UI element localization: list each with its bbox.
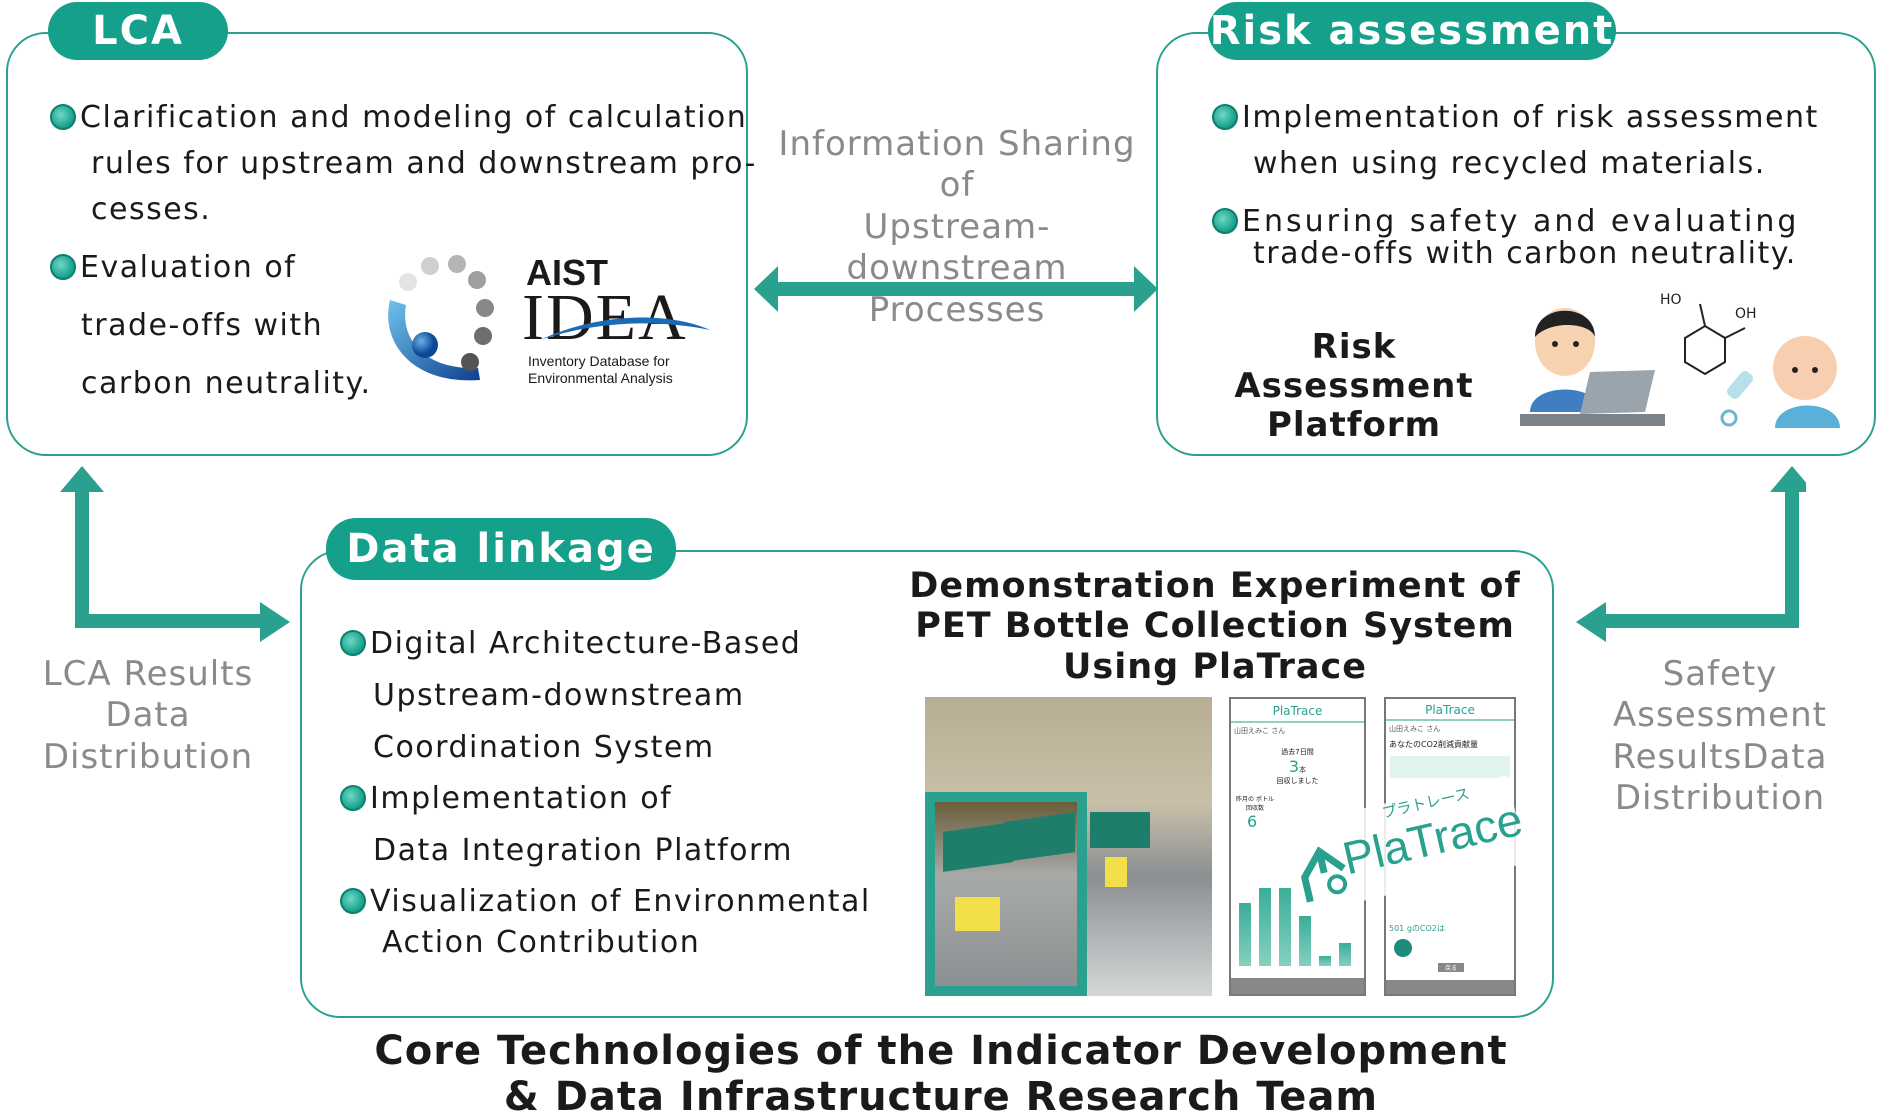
risk-bullet-2: Ensuring safety and evaluating bbox=[1212, 204, 1799, 240]
phone-brand: PlaTrace bbox=[1231, 699, 1364, 723]
data-bullet-3: Visualization of Environmental bbox=[340, 884, 871, 920]
risk-title: Risk assessment bbox=[1208, 2, 1616, 60]
lca-bullet-2-line2: trade-offs with bbox=[81, 308, 324, 343]
phone-bar bbox=[1239, 903, 1251, 966]
lca-bullet-1: Clarification and modeling of calculatio… bbox=[50, 100, 747, 136]
data-bullet-2: Implementation of bbox=[340, 781, 672, 817]
data-bullet-1-line2: Upstream-downstream bbox=[373, 678, 745, 713]
risk-bullet-1: Implementation of risk assessment bbox=[1212, 100, 1819, 136]
logo-swoosh-icon bbox=[540, 317, 710, 340]
bullet-dot-icon bbox=[340, 630, 366, 656]
safety-results-arrow-icon bbox=[1576, 466, 1806, 642]
chemical-structure-icon: HO OH bbox=[1660, 292, 1757, 376]
lca-bullet-2-line3: carbon neutrality. bbox=[81, 366, 372, 401]
aist-idea-logo: AIST IDEA Inventory Database for Environ… bbox=[380, 250, 710, 395]
footer-title: Core Technologies of the Indicator Devel… bbox=[374, 1028, 1508, 1120]
person-with-laptop-icon bbox=[1520, 308, 1665, 426]
lca-panel bbox=[6, 32, 748, 456]
idea-logo-mark-icon bbox=[388, 255, 494, 381]
chem-ho-label: HO bbox=[1660, 292, 1682, 308]
lca-bullet-2: Evaluation of bbox=[50, 250, 296, 286]
bullet-dot-icon bbox=[50, 104, 76, 130]
data-bullet-1: Digital Architecture-Based bbox=[340, 626, 801, 662]
phone-bar bbox=[1299, 915, 1311, 966]
lca-bullet-1-line2: rules for upstream and downstream pro- bbox=[91, 146, 757, 181]
lca-title: LCA bbox=[48, 2, 228, 60]
phone-back-button[interactable]: 戻る bbox=[1438, 963, 1464, 972]
logo-idea-text: IDEA bbox=[522, 281, 688, 354]
lca-results-arrow-icon bbox=[60, 466, 290, 642]
chem-oh-label: OH bbox=[1735, 306, 1757, 322]
platrace-logo-overlay: プラトレース PlaTrace bbox=[1282, 775, 1528, 915]
phone-bar bbox=[1279, 888, 1291, 966]
lca-bullet-1-line3: cesses. bbox=[91, 192, 212, 227]
bidirectional-arrow-icon bbox=[754, 266, 1158, 312]
phone-bar bbox=[1259, 888, 1271, 966]
bullet-dot-icon bbox=[340, 785, 366, 811]
phone-bar-chart bbox=[1239, 886, 1359, 966]
bullet-dot-icon bbox=[1212, 208, 1238, 234]
risk-bullet-2-line2: trade-offs with carbon neutrality. bbox=[1253, 236, 1797, 271]
data-bullet-3-line2: Action Contribution bbox=[382, 925, 701, 960]
logo-aist-text: AIST bbox=[526, 252, 609, 293]
phone-co2-heading: あなたのCO2削減貢献量 bbox=[1389, 740, 1478, 749]
collection-bins-photo bbox=[925, 697, 1212, 996]
phone-period: 過去7日間 bbox=[1281, 748, 1314, 756]
bullet-dot-icon bbox=[50, 254, 76, 280]
bullet-dot-icon bbox=[340, 888, 366, 914]
data-linkage-title: Data linkage bbox=[326, 518, 676, 580]
logo-subtitle-2: Environmental Analysis bbox=[528, 370, 673, 386]
phone-count: 3 bbox=[1288, 757, 1300, 776]
phone-collected: 回収しました bbox=[1276, 777, 1319, 785]
phone-co2-amount: 501 gのCO2は bbox=[1389, 924, 1445, 933]
recycle-search-icon bbox=[1301, 846, 1348, 903]
phone-month-value: 6 bbox=[1247, 812, 1258, 831]
phone-bar bbox=[1339, 943, 1351, 966]
phone-user: 山田えみこ さん bbox=[1234, 727, 1286, 735]
logo-subtitle-1: Inventory Database for bbox=[528, 353, 670, 369]
phone-month-label: 昨月の ボトル回収数 bbox=[1236, 796, 1274, 812]
data-bullet-2-line2: Data Integration Platform bbox=[373, 833, 794, 868]
phone-co2-icon bbox=[1394, 939, 1412, 957]
baby-with-toy-icon bbox=[1720, 336, 1840, 428]
data-bullet-1-line3: Coordination System bbox=[373, 730, 715, 765]
bullet-dot-icon bbox=[1212, 104, 1238, 130]
phone-bar bbox=[1319, 955, 1331, 966]
risk-bullet-1-line2: when using recycled materials. bbox=[1253, 146, 1766, 181]
